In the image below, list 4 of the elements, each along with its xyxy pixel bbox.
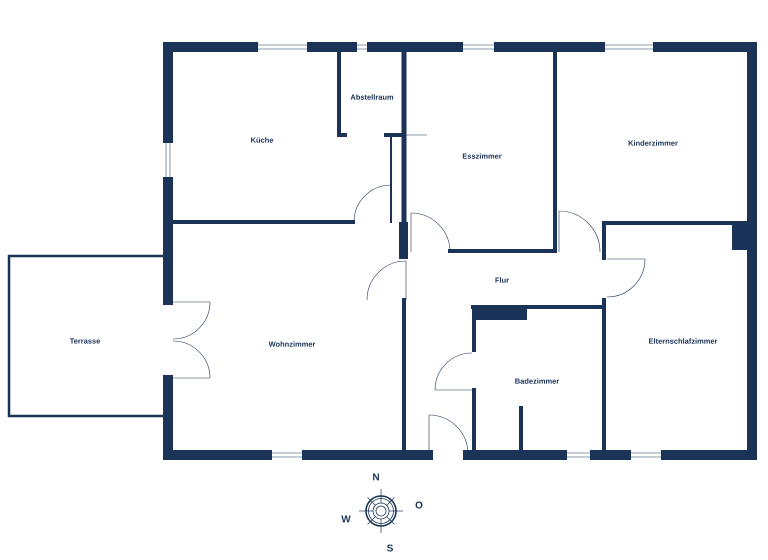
compass-letter: N [373, 474, 379, 480]
compass-letter: W [341, 516, 351, 522]
compass-letter: S [386, 544, 393, 552]
compass-letter: O [416, 501, 422, 509]
